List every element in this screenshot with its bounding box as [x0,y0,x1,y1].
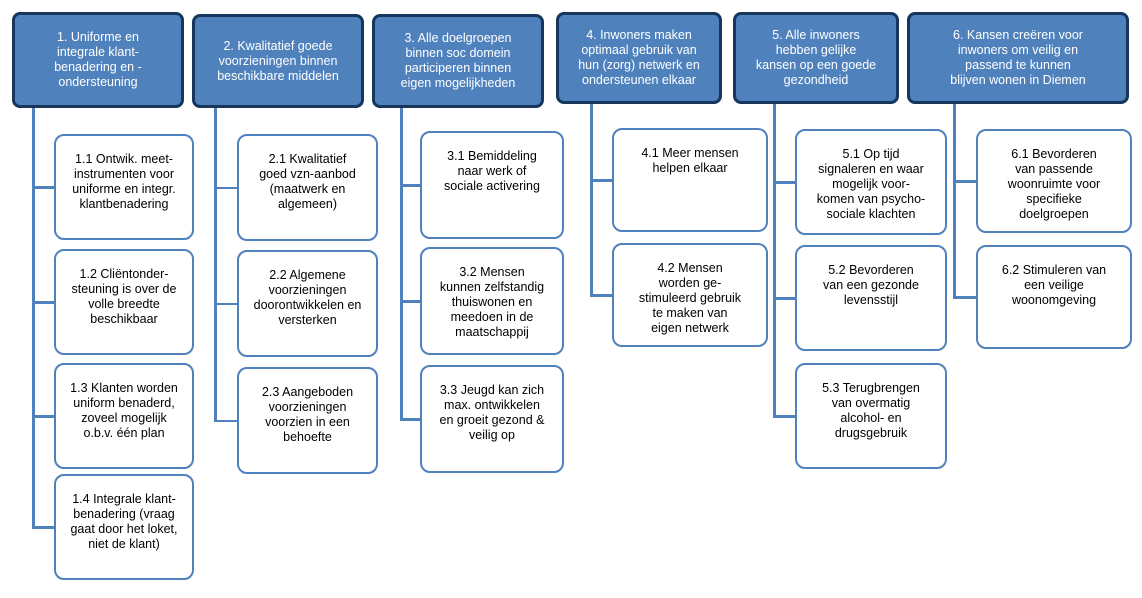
connector-branch [773,297,796,300]
sub-goal-3-2: 3.2 Mensen kunnen zelfstandig thuiswonen… [420,247,564,355]
connector-branch [214,419,238,422]
connector-branch [400,300,421,303]
sub-goal-4-1: 4.1 Meer mensen helpen elkaar [612,128,768,232]
connector-branch [953,296,977,299]
sub-goal-1-3: 1.3 Klanten worden uniform benaderd, zov… [54,363,194,469]
connector-trunk [953,104,956,297]
goal-header-6: 6. Kansen creëren voor inwoners om veili… [907,12,1129,104]
connector-trunk [32,108,35,527]
sub-goal-6-1: 6.1 Bevorderen van passende woonruimte v… [976,129,1132,233]
connector-branch [590,179,613,182]
goal-header-2: 2. Kwalitatief goede voorzieningen binne… [192,14,364,108]
sub-goal-5-2: 5.2 Bevorderen van een gezonde levenssti… [795,245,947,351]
connector-branch [590,294,613,297]
goal-header-3: 3. Alle doelgroepen binnen soc domein pa… [372,14,544,108]
connector-trunk [214,108,217,421]
connector-branch [32,526,55,529]
goal-header-4: 4. Inwoners maken optimaal gebruik van h… [556,12,722,104]
sub-goal-2-3: 2.3 Aangeboden voorzieningen voorzien in… [237,367,378,474]
connector-trunk [400,108,403,419]
connector-branch [773,181,796,184]
connector-trunk [590,104,593,295]
connector-trunk [773,104,776,416]
connector-branch [32,301,55,304]
sub-goal-1-4: 1.4 Integrale klant- benadering (vraag g… [54,474,194,580]
connector-branch [32,415,55,418]
sub-goal-1-2: 1.2 Cliëntonder- steuning is over de vol… [54,249,194,355]
sub-goal-3-3: 3.3 Jeugd kan zich max. ontwikkelen en g… [420,365,564,473]
connector-branch [400,184,421,187]
goal-header-5: 5. Alle inwoners hebben gelijke kansen o… [733,12,899,104]
sub-goal-5-1: 5.1 Op tijd signaleren en waar mogelijk … [795,129,947,235]
sub-goal-6-2: 6.2 Stimuleren van een veilige woonomgev… [976,245,1132,349]
sub-goal-4-2: 4.2 Mensen worden ge- stimuleerd gebruik… [612,243,768,347]
connector-branch [953,180,977,183]
connector-branch [214,186,238,189]
connector-branch [32,186,55,189]
connector-branch [773,415,796,418]
sub-goal-1-1: 1.1 Ontwik. meet- instrumenten voor unif… [54,134,194,240]
sub-goal-2-2: 2.2 Algemene voorzieningen doorontwikkel… [237,250,378,357]
connector-branch [214,302,238,305]
sub-goal-5-3: 5.3 Terugbrengen van overmatig alcohol- … [795,363,947,469]
connector-branch [400,418,421,421]
sub-goal-3-1: 3.1 Bemiddeling naar werk of sociale act… [420,131,564,239]
sub-goal-2-1: 2.1 Kwalitatief goed vzn-aanbod (maatwer… [237,134,378,241]
goal-header-1: 1. Uniforme en integrale klant- benaderi… [12,12,184,108]
